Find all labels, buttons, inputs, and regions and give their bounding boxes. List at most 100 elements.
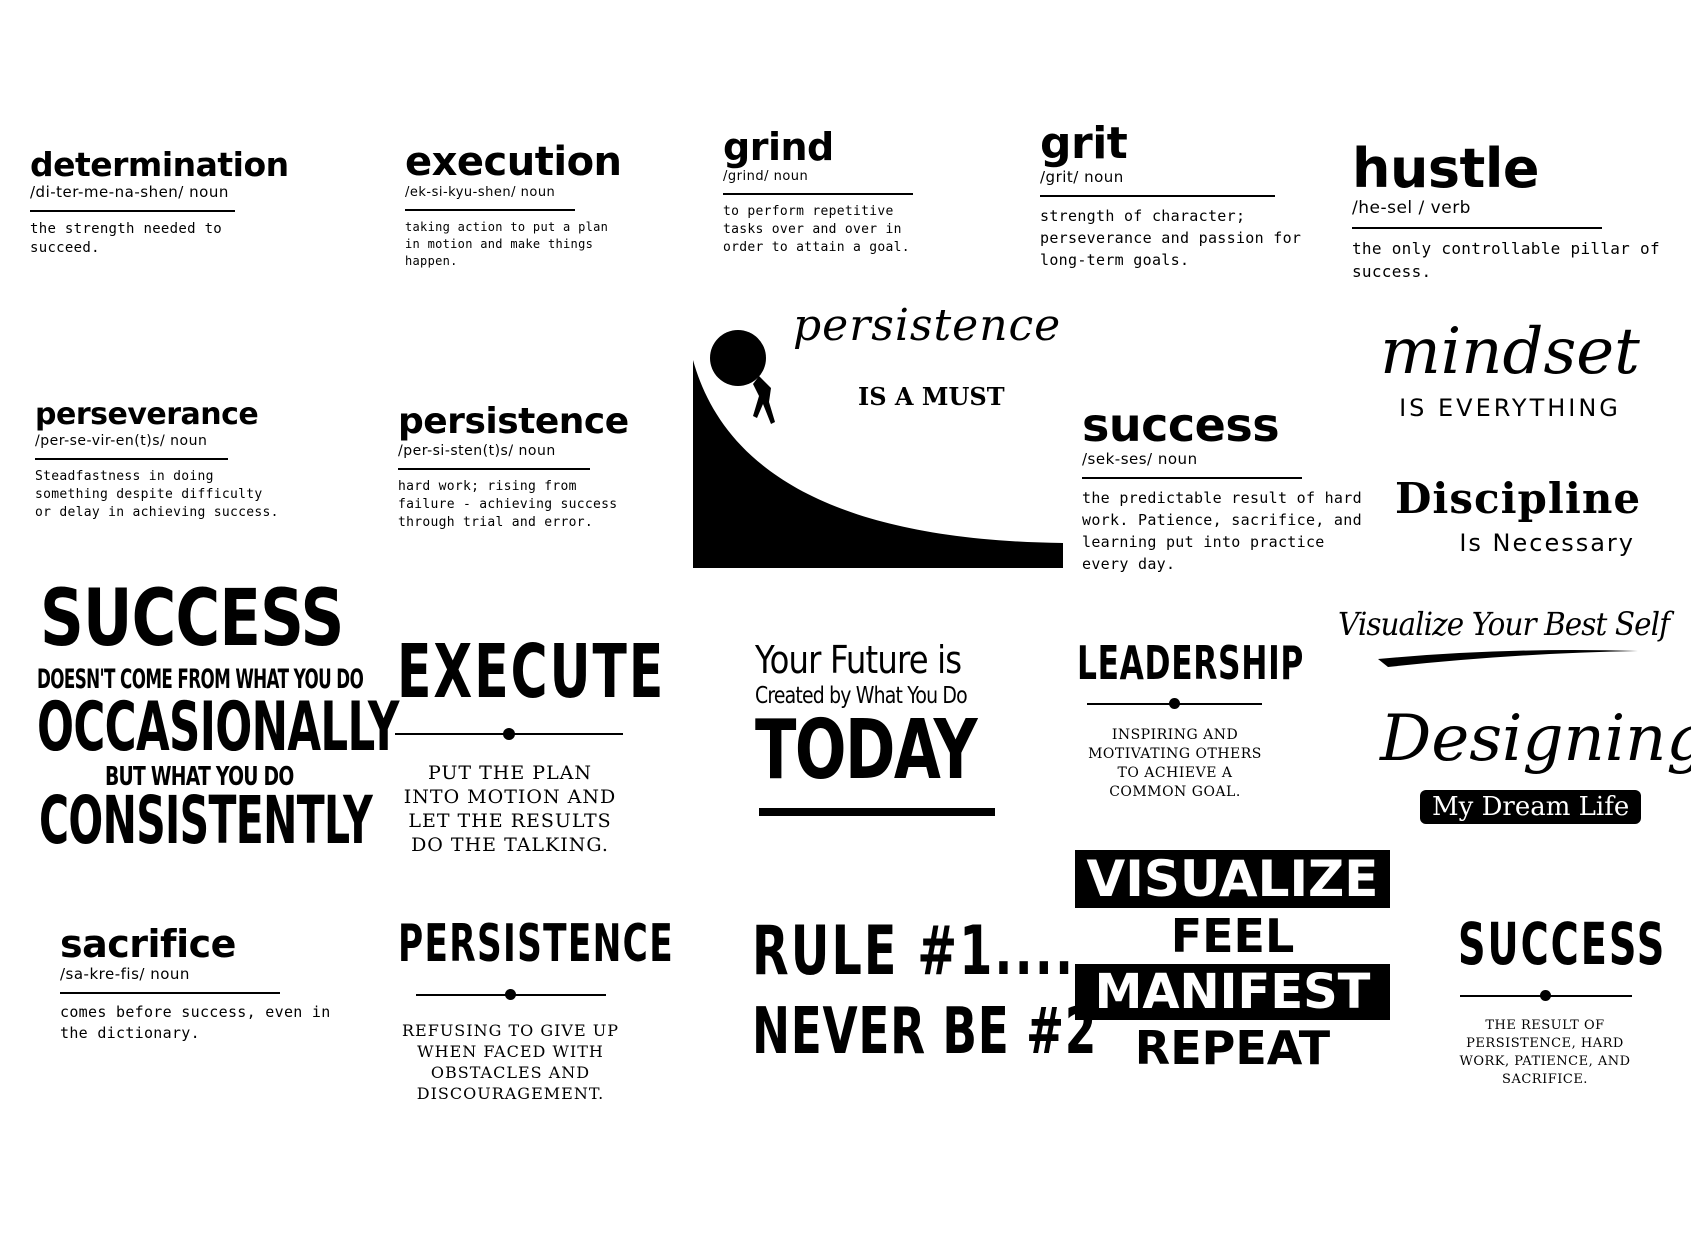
execute-title: EXECUTE [397, 629, 666, 715]
manifest-word: MANIFEST [1075, 964, 1390, 1020]
divider-dot [503, 728, 515, 740]
divider-dot [1169, 698, 1180, 709]
text-line: MOTIVATING OTHERS [1088, 746, 1262, 762]
divider-dot [1540, 990, 1551, 1001]
definition-pronunciation: /sa-kre-fis/ noun [60, 965, 190, 983]
is-everything-text: IS EVERYTHING [1399, 394, 1621, 422]
text-line: TO ACHIEVE A [1117, 765, 1233, 781]
definition-meaning: strength of character; perseverance and … [1040, 207, 1302, 269]
future-today-poster: Your Future is Created by What You Do TO… [755, 638, 1015, 823]
definition-pronunciation: /grind/ noun [723, 169, 809, 184]
visualize-self-poster: Visualize Your Best Self [1338, 605, 1670, 667]
mindset-script-title: mindset [1380, 315, 1640, 389]
success-line-5: CONSISTENTLY [39, 782, 373, 859]
text-line: WORK, PATIENCE, AND [1459, 1054, 1631, 1069]
your-future-text: Your Future is [755, 638, 962, 682]
divider-dot [505, 989, 516, 1000]
my-dream-life-badge: My Dream Life [1420, 790, 1642, 824]
definition-word: execution [405, 139, 622, 185]
swoosh-underline [1378, 650, 1638, 667]
definition-word: grit [1040, 118, 1128, 169]
success-description: THE RESULT OF PERSISTENCE, HARD WORK, PA… [1450, 1017, 1640, 1089]
feel-text: FEEL [1170, 909, 1295, 963]
definition-grind: grind /grind/ noun to perform repetitive… [723, 128, 953, 257]
designing-script-title: Designing [1380, 702, 1691, 776]
persistence-description: REFUSING TO GIVE UP WHEN FACED WITH OBST… [398, 1020, 623, 1104]
definition-word: perseverance [35, 397, 259, 432]
visualize-self-text: Visualize Your Best Self [1338, 605, 1670, 643]
success-consistency-poster: SUCCESS DOESN'T COME FROM WHAT YOU DO OC… [35, 574, 399, 854]
definition-pronunciation: /grit/ noun [1040, 168, 1124, 186]
repeat-text: REPEAT [1134, 1021, 1331, 1075]
repeat-word: REPEAT [1075, 1022, 1390, 1074]
success-line-3: OCCASIONALLY [37, 688, 399, 767]
definition-grit: grit /grit/ noun strength of character; … [1040, 122, 1340, 271]
definition-meaning: comes before success, even in the dictio… [60, 1003, 331, 1042]
definition-pronunciation: /per-si-sten(t)s/ noun [398, 443, 556, 459]
rule-one-text: RULE #1.... [752, 912, 1076, 991]
success-line-2: DOESN'T COME FROM WHAT YOU DO [37, 664, 364, 695]
created-by-text: Created by What You Do [755, 683, 968, 709]
divider [1082, 477, 1302, 479]
definition-determination: determination /di-ter-me-na-shen/ noun t… [30, 148, 290, 258]
visualize-feel-manifest-repeat-poster: VISUALIZE FEEL MANIFEST REPEAT [1075, 850, 1390, 1074]
divider [60, 992, 280, 994]
persistence-must-poster: persistence IS A MUST [693, 300, 1063, 568]
text-line: SACRIFICE. [1502, 1072, 1588, 1087]
designing-poster: Designing My Dream Life [1380, 702, 1691, 832]
definition-pronunciation: /di-ter-me-na-shen/ noun [30, 183, 229, 201]
divider [35, 458, 228, 460]
success-heading: SUCCESS [40, 574, 344, 664]
definition-meaning: the predictable result of hard work. Pat… [1082, 489, 1362, 573]
persistence-title: PERSISTENCE [398, 914, 674, 974]
is-necessary-text: Is Necessary [1459, 529, 1635, 557]
underline-bar [759, 808, 995, 816]
leadership-poster: LEADERSHIP INSPIRING AND MOTIVATING OTHE… [1075, 640, 1303, 802]
definition-pronunciation: /ek-si-kyu-shen/ noun [405, 185, 556, 200]
definition-hustle: hustle /he-sel / verb the only controlla… [1352, 142, 1662, 283]
definition-word: determination [30, 145, 289, 184]
persistence-script-title: persistence [793, 300, 1062, 351]
text-line: DISCOURAGEMENT. [416, 1084, 605, 1103]
today-text: TODAY [755, 703, 978, 798]
feel-word: FEEL [1075, 910, 1390, 962]
text-line: INTO MOTION AND [403, 786, 617, 808]
definition-pronunciation: /per-se-vir-en(t)s/ noun [35, 433, 208, 449]
never-be-two-text: NEVER BE #2 [752, 995, 1098, 1069]
rule-one-poster: RULE #1.... NEVER BE #2 [752, 918, 1096, 1068]
persistence-poster: PERSISTENCE REFUSING TO GIVE UP WHEN FAC… [398, 918, 673, 1108]
definition-execution: execution /ek-si-kyu-shen/ noun taking a… [405, 142, 645, 270]
success-result-poster: SUCCESS THE RESULT OF PERSISTENCE, HARD … [1450, 915, 1664, 1095]
text-line: LET THE RESULTS [408, 810, 612, 832]
definition-meaning: taking action to put a plan in motion an… [405, 220, 609, 268]
definition-perseverance: perseverance /per-se-vir-en(t)s/ noun St… [35, 400, 295, 522]
success-line-4: BUT WHAT YOU DO [105, 762, 294, 792]
definition-word: hustle [1352, 137, 1539, 200]
leadership-description: INSPIRING AND MOTIVATING OTHERS TO ACHIE… [1075, 726, 1275, 802]
definition-pronunciation: /sek-ses/ noun [1082, 450, 1198, 468]
mindset-poster: mindset IS EVERYTHING [1380, 320, 1640, 422]
text-line: THE RESULT OF [1485, 1018, 1605, 1033]
manifest-text: MANIFEST [1094, 964, 1371, 1020]
definition-meaning: hard work; rising from failure - achievi… [398, 479, 618, 530]
definition-persistence: persistence /per-si-sten(t)s/ noun hard … [398, 404, 648, 532]
text-line: DO THE TALKING. [411, 834, 609, 856]
definition-word: sacrifice [60, 922, 236, 966]
definition-word: grind [723, 125, 834, 169]
definition-sacrifice: sacrifice /sa-kre-fis/ noun comes before… [60, 925, 350, 1044]
divider [1352, 227, 1602, 229]
visualize-word: VISUALIZE [1075, 850, 1390, 908]
discipline-poster: Discipline Is Necessary [1395, 474, 1640, 557]
definition-meaning: the only controllable pillar of success. [1352, 239, 1660, 281]
leadership-title: LEADERSHIP [1077, 636, 1305, 690]
execute-description: PUT THE PLAN INTO MOTION AND LET THE RES… [395, 761, 625, 857]
text-line: WHEN FACED WITH [417, 1042, 604, 1061]
divider [30, 210, 235, 212]
visualize-text: VISUALIZE [1086, 850, 1379, 908]
text-line: INSPIRING AND [1111, 727, 1239, 743]
definition-success: success /sek-ses/ noun the predictable r… [1082, 402, 1362, 575]
definition-pronunciation: /he-sel / verb [1352, 198, 1471, 218]
sisyphus-hill-illustration [693, 330, 1063, 568]
text-line: PERSISTENCE, HARD [1466, 1036, 1624, 1051]
text-line: COMMON GOAL. [1109, 784, 1241, 800]
